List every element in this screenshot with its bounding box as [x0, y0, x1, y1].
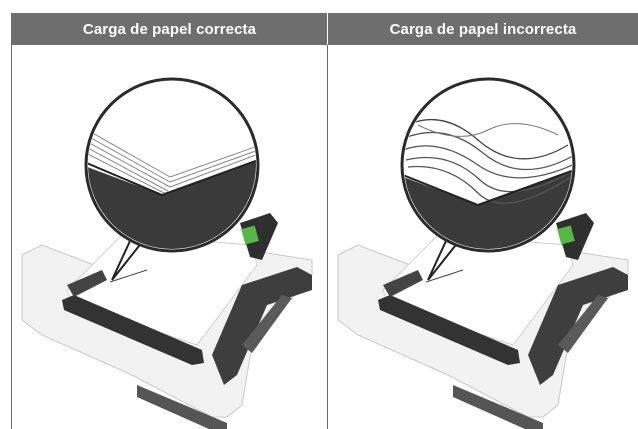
- paper-tray-incorrect-illustration: [337, 77, 629, 429]
- paper-tray-correct-illustration: [21, 77, 313, 429]
- cell-correct-loading: [12, 45, 328, 429]
- header-correct-loading: Carga de papel correcta: [12, 13, 328, 45]
- header-incorrect-loading: Carga de papel incorrecta: [328, 13, 638, 45]
- cell-incorrect-loading: [328, 45, 638, 429]
- paper-loading-table: Carga de papel correcta Carga de papel i…: [11, 13, 638, 429]
